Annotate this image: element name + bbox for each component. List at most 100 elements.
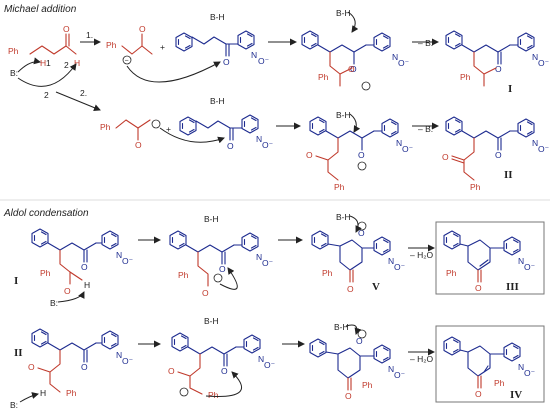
o-minus-label: O⁻ — [538, 58, 550, 68]
path-2-arrow-label: 2. — [80, 88, 87, 98]
product-label-4: IV — [510, 389, 522, 401]
oxygen-label: O — [495, 150, 502, 160]
ph-label: Ph — [446, 268, 457, 278]
ph-label: Ph — [66, 388, 77, 398]
enolate-path-1: Ph O − + — [106, 24, 221, 83]
aldol-start-1: O N O⁻ Ph O H I B: — [14, 228, 134, 308]
n-oxide-label: N — [532, 138, 538, 148]
minus-charge: − — [125, 58, 129, 65]
oxygen-label: O — [139, 24, 146, 34]
oxygen-label: O — [358, 228, 365, 238]
oxygen-label: O — [475, 283, 482, 293]
product-label-1: I — [508, 83, 512, 95]
o-minus-label: O⁻ — [122, 356, 134, 366]
o-minus-label: O⁻ — [524, 262, 536, 272]
n-oxide-label: N — [518, 362, 524, 372]
oxygen-label-2: O — [347, 284, 354, 294]
h-label: H — [40, 58, 46, 68]
o-minus-label: O⁻ — [402, 144, 414, 154]
o-minus-label: O⁻ — [262, 258, 274, 268]
chalcone-n-oxide-1: B-H O N O⁻ — [175, 12, 270, 67]
minus-base-2: – B: — [418, 124, 433, 134]
base-label: B: — [10, 68, 18, 78]
oxygen-label: O — [358, 150, 365, 160]
chalcone-n-oxide-2: B-H O N O⁻ — [179, 96, 274, 151]
ph-label: Ph — [178, 270, 189, 280]
ph-label: Ph — [362, 380, 373, 390]
intermediate-enolate-2: B-H N O⁻ O O Ph — [306, 110, 414, 192]
oxygen-label: O — [475, 389, 482, 399]
h-label: H — [84, 280, 90, 290]
aldol-intermediate-2: B-H O N O⁻ O Ph — [309, 322, 406, 401]
n-oxide-label: N — [392, 52, 398, 62]
o-minus-label: O⁻ — [122, 256, 134, 266]
base-label: B: — [50, 298, 58, 308]
oxygen-label: O — [495, 64, 502, 74]
o-minus-label: O⁻ — [258, 56, 270, 66]
ph-label: Ph — [494, 378, 505, 388]
o-minus-label: O⁻ — [262, 140, 274, 150]
ph-label: Ph — [106, 40, 117, 50]
n-oxide-label: N — [396, 138, 402, 148]
aldol-start-2: O N O⁻ O Ph II H B: — [10, 328, 134, 410]
aldol-enolate-2: B-H O N O⁻ O Ph — [168, 316, 276, 400]
oxygen-label: O — [223, 57, 230, 67]
o-minus-label: O⁻ — [264, 360, 276, 370]
n-oxide-label: N — [116, 350, 122, 360]
product-label-3: III — [506, 281, 519, 293]
bh-label: B-H — [204, 214, 219, 224]
product-1: O N O⁻ Ph I — [445, 30, 550, 95]
path-2-label: 2 — [44, 90, 49, 100]
oxygen-label-2: O — [442, 152, 449, 162]
minus-water-1: – H₂O — [410, 250, 434, 260]
oxygen-label: O — [221, 366, 228, 376]
product-3: N O⁻ O Ph III — [443, 230, 536, 293]
base-label: B: — [10, 400, 18, 410]
oxygen-label: O — [219, 264, 226, 274]
minus-water-2: – H₂O — [410, 354, 434, 364]
o-minus-label: O⁻ — [394, 262, 406, 272]
heading-michael: Michael addition — [4, 4, 77, 15]
h-label-2: H — [74, 58, 80, 68]
oxygen-label: O — [350, 64, 357, 74]
o-minus-label: O⁻ — [538, 144, 550, 154]
o-minus-label: O⁻ — [524, 368, 536, 378]
oxygen-label-2: O — [28, 362, 35, 372]
o-minus-label: O⁻ — [394, 370, 406, 380]
enolate-path-2: Ph O + — [100, 119, 225, 150]
start-ketone: Ph O H H 1 2 B: 2 — [8, 24, 80, 100]
bh-label: B-H — [336, 212, 351, 222]
n-oxide-label: N — [518, 256, 524, 266]
ph-label: Ph — [208, 390, 219, 400]
aldol-enolate-1: B-H O N O⁻ Ph O — [169, 214, 274, 298]
num-1: 1 — [46, 58, 51, 68]
h-label: H — [40, 388, 46, 398]
ph-label: Ph — [470, 182, 481, 192]
num-2: 2 — [64, 60, 69, 70]
bh-label: B-H — [334, 322, 349, 332]
n-oxide-label: N — [388, 256, 394, 266]
bh-label: B-H — [204, 316, 219, 326]
product-4: N O⁻ O Ph IV — [443, 336, 536, 401]
bh-label: B-H — [210, 12, 225, 22]
oxygen-label: O — [135, 140, 142, 150]
oxygen-label-2: O — [202, 288, 209, 298]
path-1-arrow-label: 1. — [86, 30, 93, 40]
heading-aldol: Aldol condensation — [3, 208, 89, 219]
oxygen-label: O — [227, 141, 234, 151]
n-oxide-label: N — [256, 134, 262, 144]
oxygen-label: O — [63, 24, 70, 34]
oxygen-label-2: O — [345, 391, 352, 401]
n-oxide-label: N — [532, 52, 538, 62]
aldol-intermediate-5: B-H O N O⁻ O Ph V — [311, 212, 406, 294]
oxygen-label-2: O — [64, 286, 71, 296]
oxygen-label-2: O — [348, 64, 355, 74]
ph-label: Ph — [334, 182, 345, 192]
plus-sign-2: + — [166, 124, 171, 134]
oxygen-label: O — [81, 362, 88, 372]
n-oxide-label: N — [258, 354, 264, 364]
n-oxide-label: N — [116, 250, 122, 260]
o-minus-label: O⁻ — [398, 58, 410, 68]
n-oxide-label: N — [388, 364, 394, 374]
